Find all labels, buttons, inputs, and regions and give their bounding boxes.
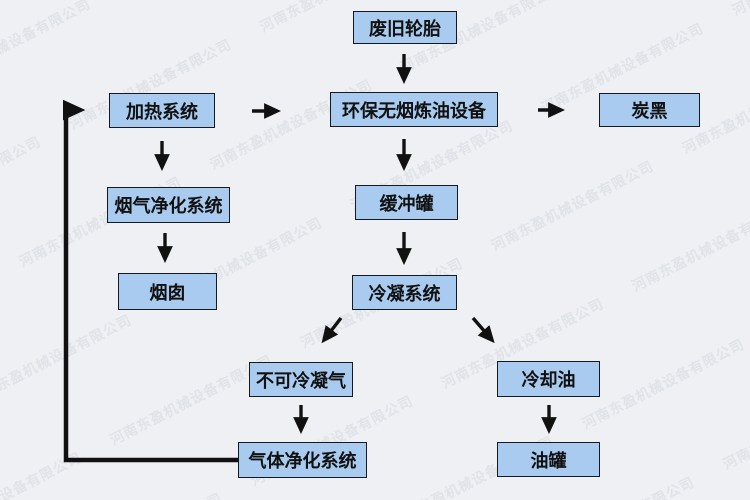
- node-buffer-tank: 缓冲罐: [355, 185, 458, 220]
- node-non-condensable-gas: 不可冷凝气: [249, 362, 353, 397]
- node-heating-system: 加热系统: [109, 93, 215, 128]
- arrow-condensing-to-non-condensable-gas: [321, 316, 343, 344]
- node-refining-equipment: 环保无烟炼油设备: [330, 92, 498, 127]
- arrow-gas-purification-feedback-to-heating: [62, 99, 238, 463]
- node-chimney: 烟囱: [118, 273, 217, 310]
- node-carbon-black: 炭黑: [599, 93, 700, 127]
- arrow-condensing-to-cooling-oil: [471, 316, 495, 344]
- node-waste-tires: 废旧轮胎: [353, 11, 457, 44]
- node-cooling-oil: 冷却油: [497, 361, 600, 397]
- node-flue-gas-purification: 烟气净化系统: [107, 187, 230, 223]
- node-oil-tank: 油罐: [497, 442, 600, 477]
- node-gas-purification-system: 气体净化系统: [238, 442, 367, 478]
- node-condensing-system: 冷凝系统: [352, 275, 457, 310]
